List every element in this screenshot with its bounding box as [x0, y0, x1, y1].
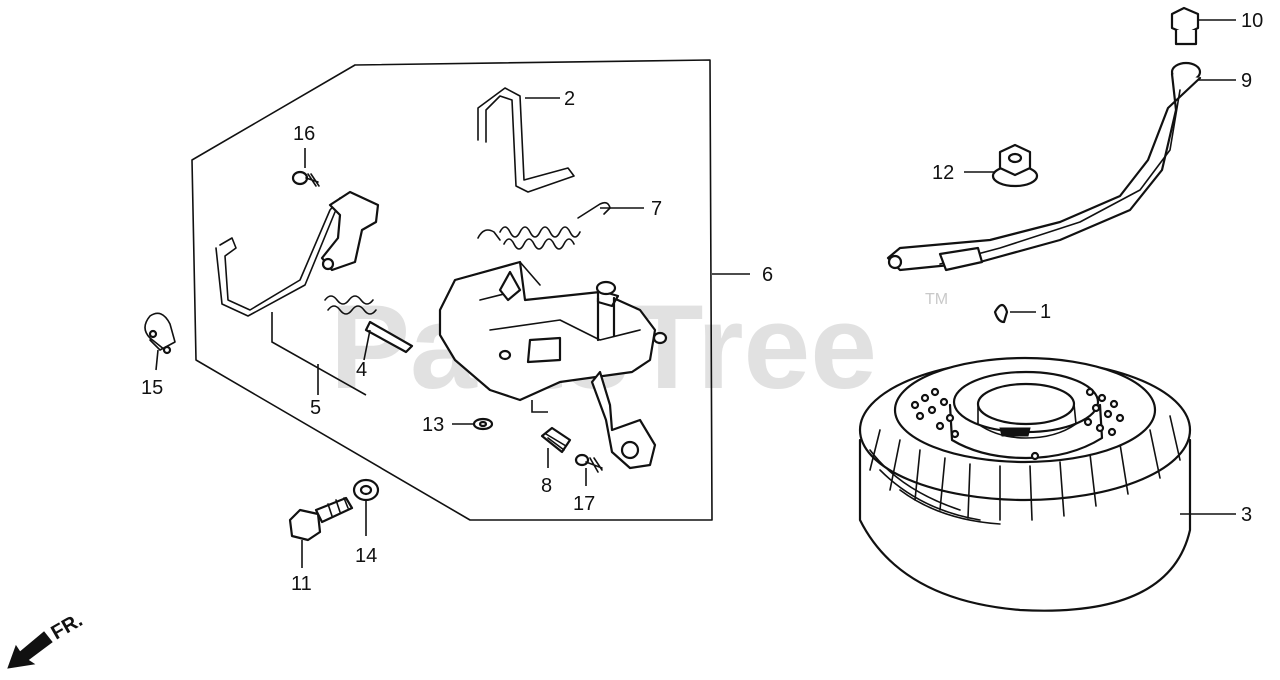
label-part-11: 11 — [291, 573, 312, 595]
leader-15 — [155, 349, 159, 371]
part-3-flywheel — [858, 356, 1192, 612]
part-2-rod — [477, 87, 575, 193]
part-5-control-cable — [215, 190, 380, 317]
label-part-9: 9 — [1241, 70, 1252, 92]
leader-8b — [531, 400, 548, 413]
label-part-6: 6 — [762, 264, 773, 286]
watermark-tm: TM — [925, 291, 948, 308]
part-7-spring — [477, 201, 611, 250]
label-part-14: 14 — [355, 545, 377, 567]
part-12-flange-nut — [991, 143, 1039, 188]
label-part-2: 2 — [564, 88, 575, 110]
flywheel-vent-holes — [910, 387, 1125, 461]
part-4-spring — [324, 295, 414, 354]
part-11-flange-bolt — [288, 496, 354, 542]
part-14-washer — [352, 478, 380, 502]
part-9-arm — [886, 61, 1202, 272]
part-1-key — [993, 303, 1009, 324]
assembly-boundary — [191, 59, 713, 521]
label-part-10: 10 — [1241, 10, 1263, 32]
part-number-labels: 1 2 3 4 5 6 7 8 9 10 11 12 13 14 15 16 1… — [141, 10, 1263, 595]
label-part-5: 5 — [310, 397, 321, 419]
label-part-15: 15 — [141, 377, 163, 399]
label-part-7: 7 — [651, 198, 662, 220]
part-6-control-base — [438, 260, 668, 470]
front-direction-marker: FR. — [7, 609, 87, 669]
leader-4 — [363, 329, 371, 361]
leader-lines — [155, 19, 1236, 568]
part-8-bolt — [540, 426, 572, 454]
part-13-clip — [472, 417, 494, 431]
label-part-8: 8 — [541, 475, 552, 497]
label-part-3: 3 — [1241, 504, 1252, 526]
label-part-12: 12 — [932, 162, 954, 184]
label-part-17: 17 — [573, 493, 595, 515]
part-16-screw — [291, 170, 320, 187]
part-10-cap-nut — [1170, 6, 1200, 46]
part-15-wire-clip — [144, 312, 176, 355]
front-label: FR. — [48, 609, 87, 644]
leader-5 — [271, 312, 367, 396]
part-17-screw — [574, 453, 603, 473]
label-part-1: 1 — [1040, 301, 1051, 323]
label-part-16: 16 — [293, 123, 315, 145]
label-part-13: 13 — [422, 414, 444, 436]
label-part-4: 4 — [356, 359, 367, 381]
front-arrow-icon — [7, 631, 53, 669]
